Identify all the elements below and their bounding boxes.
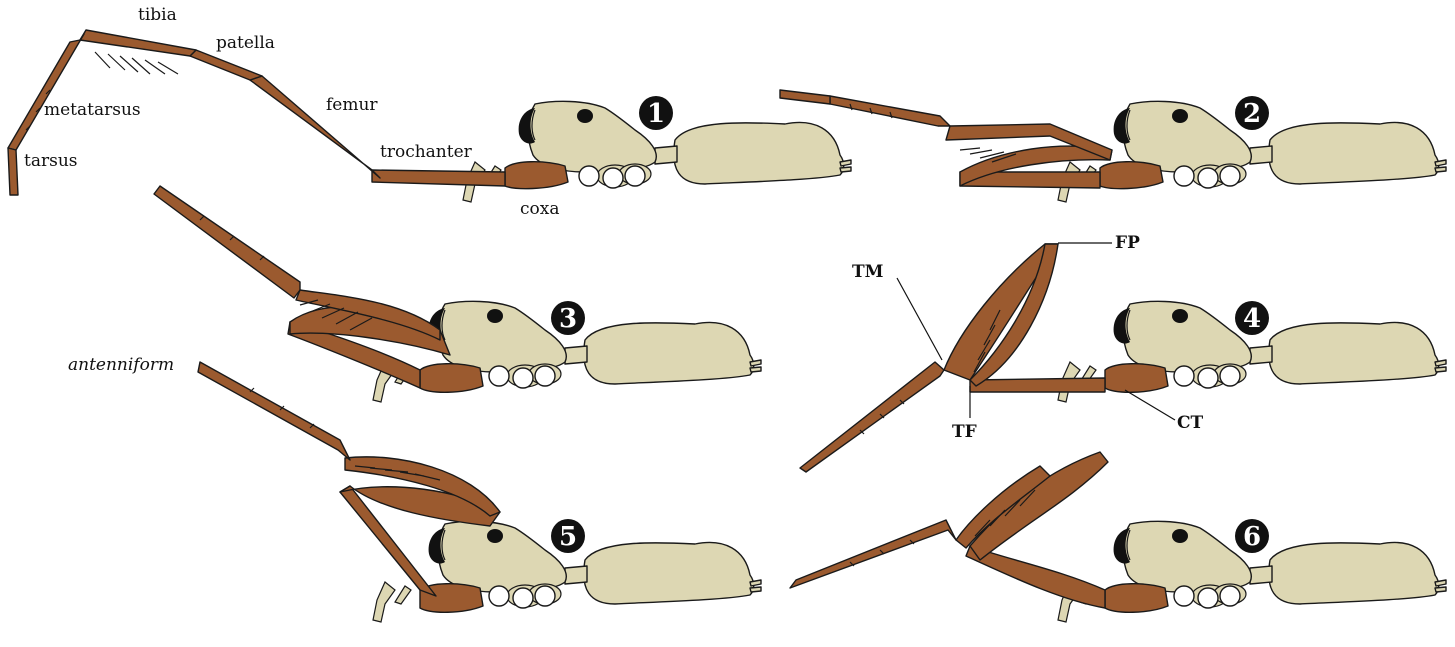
label-patella: patella <box>216 33 275 53</box>
abbr-tm: TM <box>852 262 884 282</box>
panel-5 <box>198 362 761 622</box>
panel-6 <box>790 452 1446 622</box>
label-tarsus: tarsus <box>24 151 78 171</box>
label-tibia: tibia <box>138 5 177 25</box>
svg-text:6: 6 <box>1243 522 1261 552</box>
panel-badge-3: 3 <box>551 301 585 335</box>
abbr-ct: CT <box>1177 413 1204 433</box>
svg-text:1: 1 <box>647 99 665 129</box>
panel-badge-5: 5 <box>551 519 585 553</box>
panel-badge-6: 6 <box>1235 519 1269 553</box>
svg-text:2: 2 <box>1243 99 1261 129</box>
abbr-fp: FP <box>1115 233 1140 253</box>
panel-badge-2: 2 <box>1235 96 1269 130</box>
svg-text:4: 4 <box>1243 304 1261 334</box>
abbr-tf: TF <box>952 422 977 442</box>
panel-3 <box>154 186 761 402</box>
panel-badge-4: 4 <box>1235 301 1269 335</box>
panel-badge-1: 1 <box>639 96 673 130</box>
label-metatarsus: metatarsus <box>44 100 141 120</box>
label-trochanter: trochanter <box>380 142 473 162</box>
panel-2 <box>780 90 1446 202</box>
label-femur: femur <box>326 95 378 115</box>
svg-text:3: 3 <box>559 304 577 334</box>
svg-text:5: 5 <box>559 522 577 552</box>
leader-ct <box>1125 390 1175 420</box>
label-antenniform: antenniform <box>68 355 174 375</box>
label-coxa: coxa <box>520 199 559 219</box>
leader-tm <box>897 278 942 360</box>
